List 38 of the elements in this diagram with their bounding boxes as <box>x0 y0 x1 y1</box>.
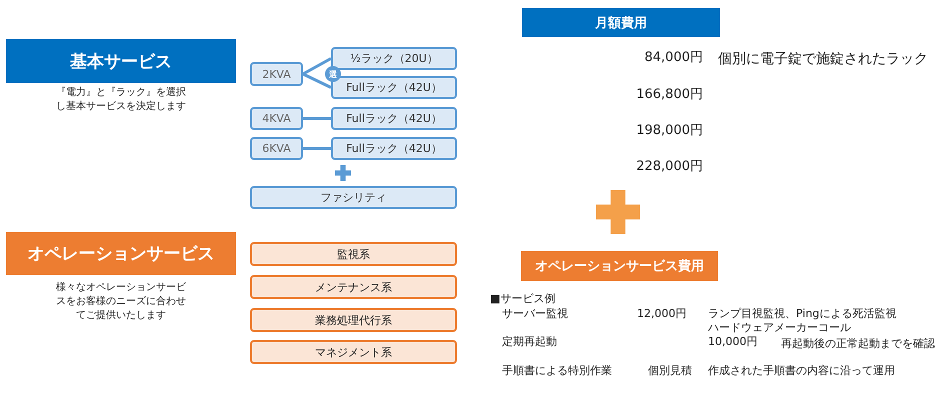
price-text: 198,000円 <box>635 122 703 139</box>
section-header: オペレーションサービス <box>6 232 236 275</box>
rack-box: ½ラック（20U） <box>331 47 457 70</box>
section-header: 基本サービス <box>6 39 236 83</box>
power-box: 4KVA <box>250 107 303 130</box>
item-text: サーバー監視 <box>502 306 569 321</box>
connector-line <box>303 117 331 120</box>
price-text: 12,000円 <box>637 306 688 321</box>
description-text: 再起動後の正常起動までを確認 <box>781 336 936 352</box>
choice-badge: 選 <box>325 66 341 82</box>
price-text: 166,800円 <box>635 86 703 103</box>
connector-line <box>303 147 331 150</box>
price-text: 個別見積 <box>648 363 693 378</box>
item-text: 手順書による特別作業 <box>502 363 613 378</box>
description-text: ランプ目視監視、Pingによる死活監視 <box>708 306 898 321</box>
service-box: 監視系 <box>250 242 457 266</box>
description-text: ハードウェアメーカーコール <box>708 320 852 335</box>
rack-box: Fullラック（42U） <box>331 137 457 160</box>
item-text: 定期再起動 <box>502 334 558 349</box>
power-box: 2KVA <box>250 62 303 86</box>
connector-line <box>302 72 332 89</box>
cost-header: 月額費用 <box>522 8 720 37</box>
description-text: 作成された手順書の内容に沿って運用 <box>708 363 896 378</box>
service-box: マネジメント系 <box>250 340 457 364</box>
price-text: 84,000円 <box>644 49 703 66</box>
connector-line <box>302 57 332 76</box>
cost-header: オペレーションサービス費用 <box>521 251 718 281</box>
rack-box: Fullラック（42U） <box>331 107 457 130</box>
price-text: 10,000円 <box>708 334 758 349</box>
price-text: 228,000円 <box>635 158 703 175</box>
service-box: 業務処理代行系 <box>250 308 457 332</box>
facility-box: ファシリティ <box>250 186 457 209</box>
description-text: 様々なオペレーションサービスをお客様のニーズに合わせてご提供いたします <box>55 281 187 323</box>
note-text: 個別に電子錠で施錠されたラック <box>718 50 929 69</box>
service-box: メンテナンス系 <box>250 275 457 299</box>
heading-text: ■サービス例 <box>490 291 556 306</box>
power-box: 6KVA <box>250 137 303 160</box>
description-text: 『電力』と『ラック』を選択し基本サービスを決定します <box>55 86 187 114</box>
